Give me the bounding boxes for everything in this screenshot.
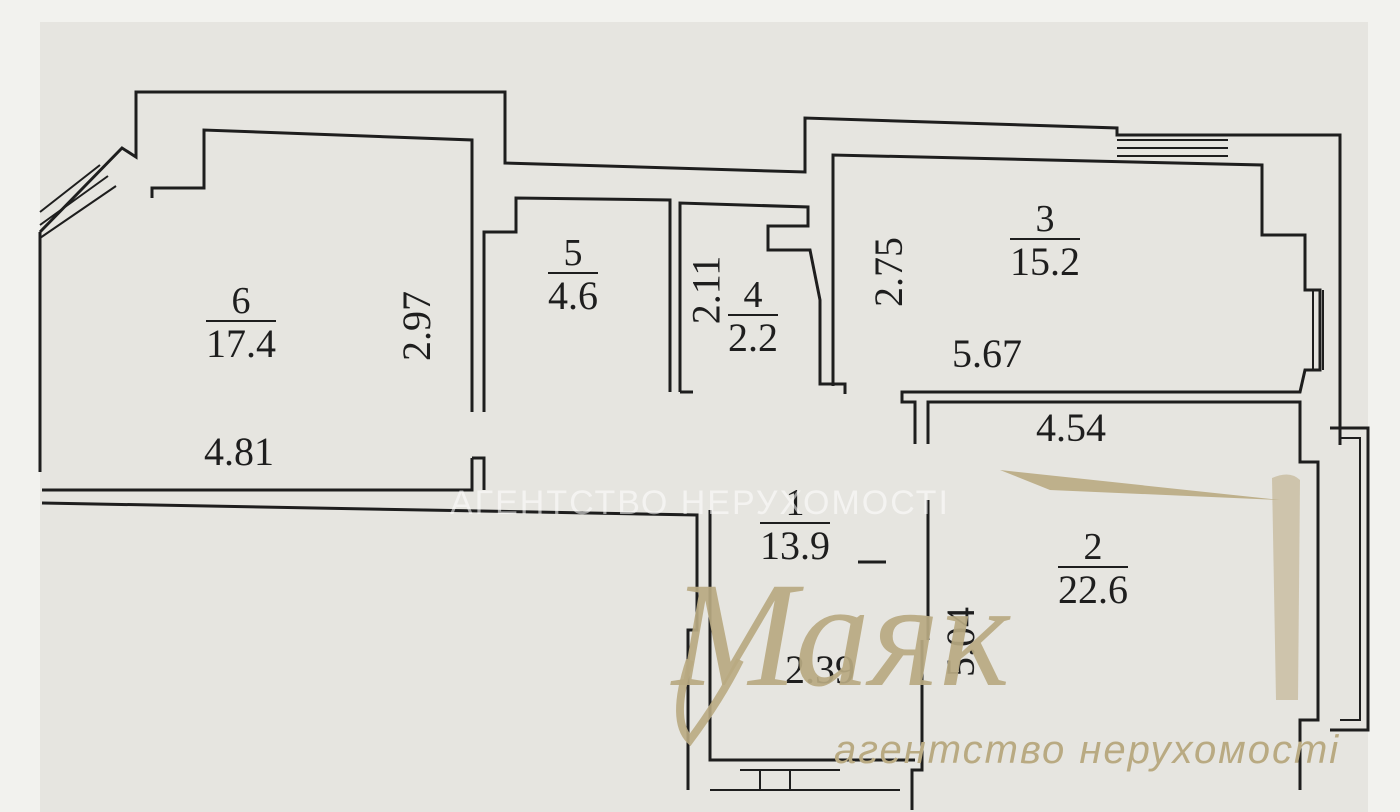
entry-stub: [472, 456, 486, 490]
logo-subtitle: агентство нерухомості: [834, 728, 1341, 772]
room-area: 2.2: [728, 314, 778, 360]
room6-wall-lower: [42, 458, 474, 492]
room1-wall: [708, 510, 915, 762]
room-number: 6: [231, 280, 251, 322]
lower-left-wall: [41, 501, 699, 790]
balcony-wall: [1330, 426, 1370, 732]
logo-name: Маяк: [672, 552, 1010, 718]
room-area: 13.9: [760, 522, 830, 568]
room6-width-dimension: 4.81: [204, 429, 274, 474]
room-2-label: 2 22.6: [1058, 528, 1128, 610]
room2-width-dimension: 4.54: [1036, 405, 1106, 450]
room-number: 5: [563, 232, 583, 274]
room-4-label: 4 2.2: [728, 276, 778, 358]
room-number: 3: [1035, 198, 1055, 240]
room-number: 2: [1083, 526, 1103, 568]
room2-inner-wall: [910, 500, 930, 810]
window-right: [1312, 290, 1324, 370]
room6-wall: [38, 128, 474, 472]
room3-wall: [831, 153, 1322, 444]
balcony-wall-inner: [1340, 437, 1361, 721]
room-number: 1: [785, 482, 805, 524]
floor-plan-paper: [40, 22, 1368, 812]
room3-width-dimension: 5.67: [952, 331, 1022, 376]
outer-wall: [38, 90, 1342, 445]
room-1-label: 1 13.9: [760, 484, 830, 566]
room2-wall: [926, 400, 1320, 790]
room-number: 4: [743, 274, 763, 316]
window-top: [1117, 139, 1228, 157]
bottom-door: [740, 769, 840, 790]
watermark-text: АГЕНТСТВО НЕРУХОМОСТІ: [450, 484, 950, 522]
room-area: 22.6: [1058, 566, 1128, 612]
room-area: 15.2: [1010, 238, 1080, 284]
room-3-label: 3 15.2: [1010, 200, 1080, 282]
window-left: [39, 164, 117, 239]
room-5-label: 5 4.6: [548, 234, 598, 316]
room5-wall: [482, 196, 672, 412]
room-6-label: 6 17.4: [206, 282, 276, 364]
room1-width-dimension: 2.39: [785, 647, 855, 692]
room-area: 4.6: [548, 272, 598, 318]
room-area: 17.4: [206, 320, 276, 366]
room4-wall: [678, 201, 847, 394]
